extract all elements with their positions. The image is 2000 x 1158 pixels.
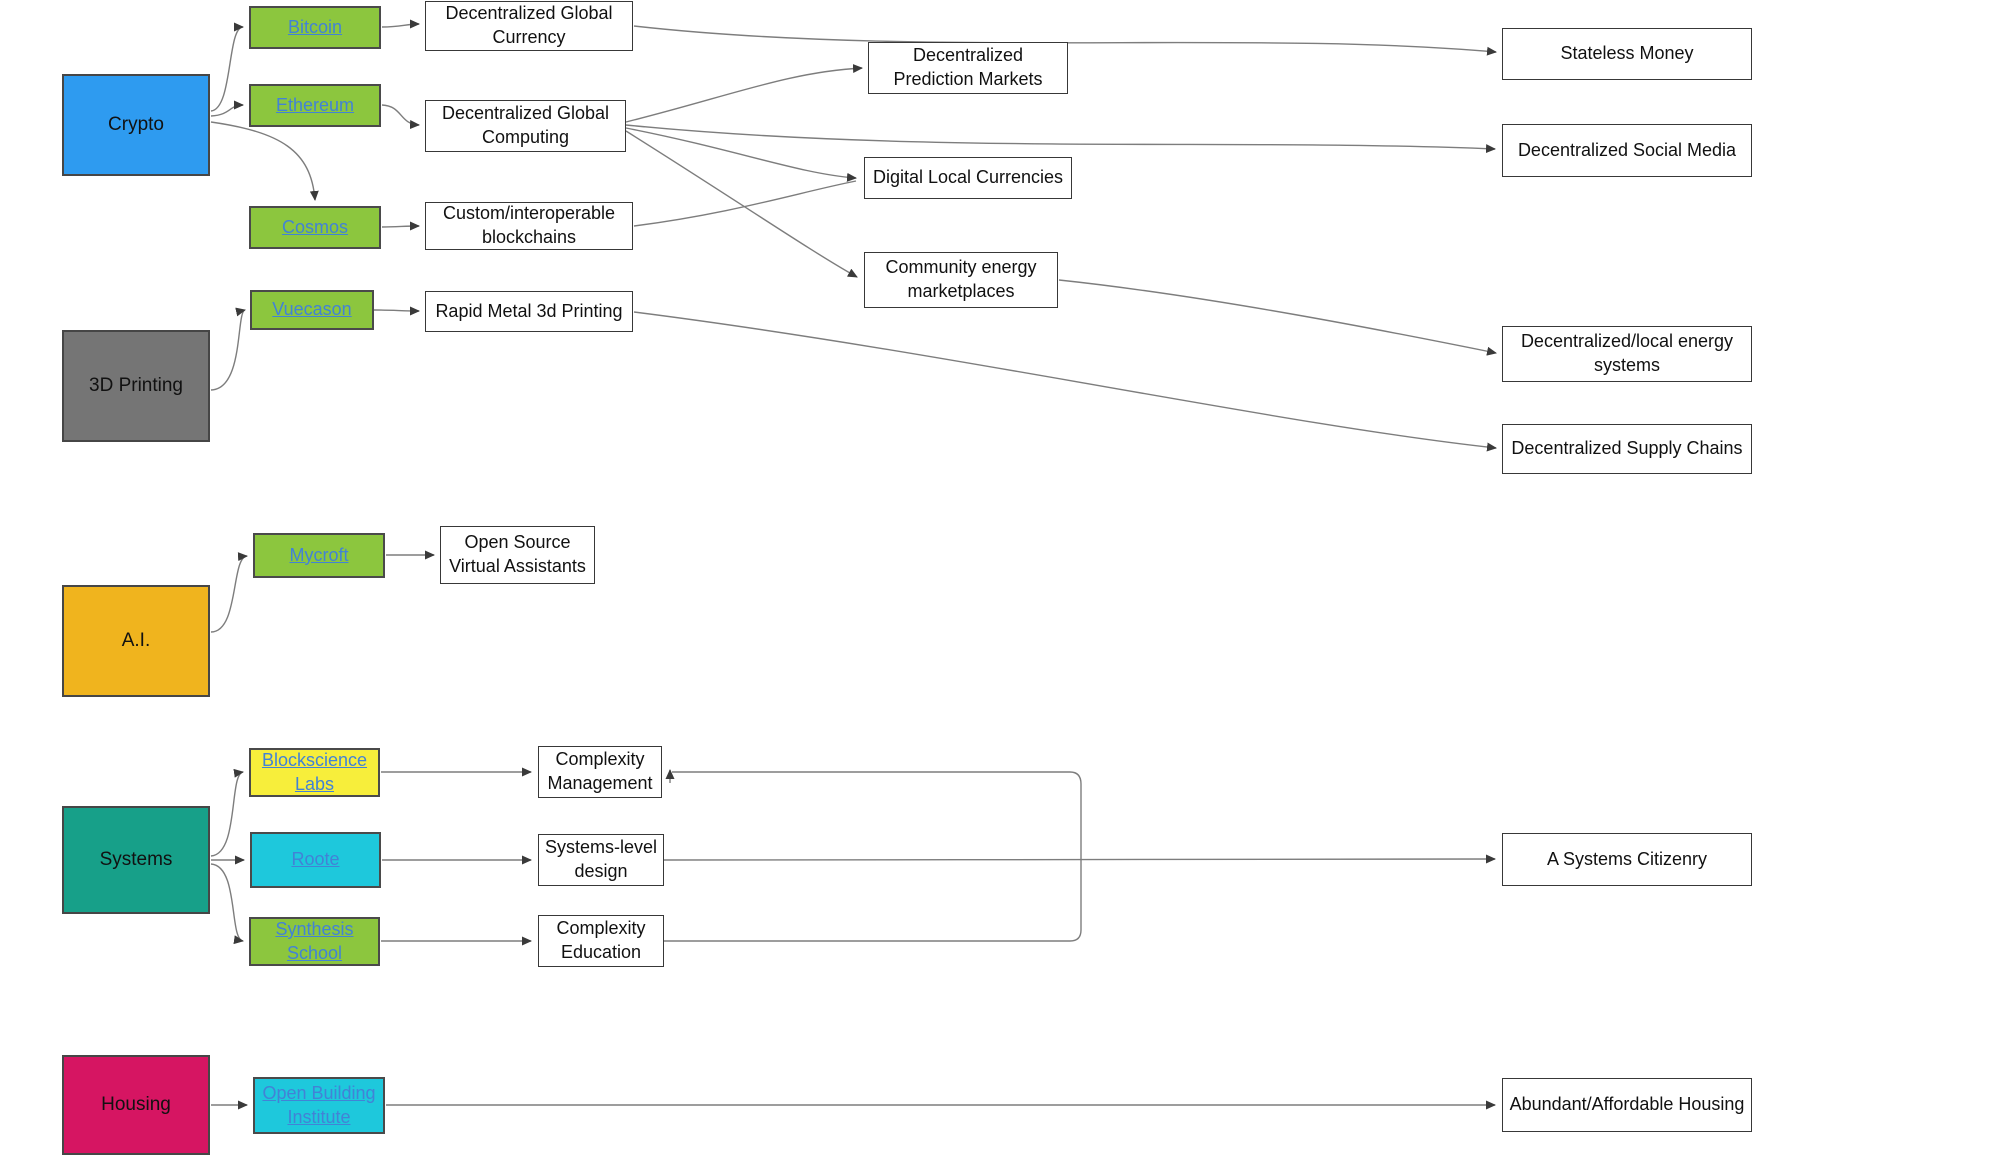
link-roote[interactable]: Roote [291, 849, 340, 870]
node-label-supply: Decentralized Supply Chains [1511, 438, 1743, 459]
node-label-dpm: Decentralized Prediction Markets [893, 45, 1043, 89]
node-roote: Roote [250, 832, 381, 888]
edge-custom-dlc [633, 180, 857, 227]
link-mycroft[interactable]: Mycroft [289, 544, 349, 565]
node-supply: Decentralized Supply Chains [1502, 424, 1752, 474]
node-label-ce: Complexity Education [556, 918, 646, 962]
edge-printing3d-vuecason [210, 307, 246, 391]
node-ethereum: Ethereum [249, 84, 381, 127]
edge-rapid-supply [633, 311, 1497, 452]
node-crypto: Crypto [62, 74, 210, 176]
node-label-systems: Systems [99, 849, 173, 871]
node-synthesis: Synthesis School [249, 917, 380, 966]
node-custom: Custom/interoperable blockchains [425, 202, 633, 250]
node-label-dgcomp: Decentralized Global Computing [441, 103, 610, 147]
node-ai: A.I. [62, 585, 210, 697]
link-obi[interactable]: Open Building Institute [262, 1082, 376, 1127]
node-label-dgcur: Decentralized Global Currency [445, 3, 613, 47]
node-label-dlc: Digital Local Currencies [872, 167, 1064, 188]
node-label-abundant: Abundant/Affordable Housing [1509, 1094, 1745, 1115]
node-osva: Open Source Virtual Assistants [440, 526, 595, 584]
node-label-stateless: Stateless Money [1560, 43, 1694, 64]
edge-sld-citizenry [663, 854, 1496, 864]
node-blockscience: Blockscience Labs [249, 748, 380, 797]
node-dpm: Decentralized Prediction Markets [868, 42, 1068, 94]
node-dlc: Digital Local Currencies [864, 157, 1072, 199]
link-blockscience[interactable]: Blockscience Labs [261, 749, 368, 794]
edge-crypto-ethereum [210, 100, 244, 117]
link-bitcoin[interactable]: Bitcoin [287, 16, 343, 37]
node-label-housing: Housing [101, 1094, 171, 1116]
node-label-osva: Open Source Virtual Assistants [449, 532, 586, 576]
edge-crypto-cosmos [210, 121, 319, 201]
edge-cem-energy [1058, 279, 1497, 356]
node-label-social: Decentralized Social Media [1517, 139, 1737, 160]
edge-systems-synthesis [210, 863, 244, 945]
node-sld: Systems-level design [538, 834, 664, 886]
node-cosmos: Cosmos [249, 206, 381, 249]
link-cosmos[interactable]: Cosmos [281, 216, 348, 237]
edge-systems-blockscience [210, 768, 244, 857]
node-label-ai: A.I. [121, 630, 151, 652]
edge-bitcoin-dgcur [381, 19, 420, 29]
node-label-cem: Community energy marketplaces [885, 257, 1037, 301]
edge-dgcomp-cem [625, 130, 858, 278]
link-ethereum[interactable]: Ethereum [275, 94, 355, 115]
node-label-citizenry: A Systems Citizenry [1546, 848, 1708, 869]
node-rapid: Rapid Metal 3d Printing [425, 291, 633, 332]
node-label-energy: Decentralized/local energy systems [1520, 331, 1734, 375]
link-vuecason[interactable]: Vuecason [272, 299, 352, 320]
node-abundant: Abundant/Affordable Housing [1502, 1078, 1752, 1132]
node-label-rapid: Rapid Metal 3d Printing [435, 300, 623, 321]
node-dgcomp: Decentralized Global Computing [425, 100, 626, 152]
node-label-printing3d: 3D Printing [89, 375, 183, 397]
node-stateless: Stateless Money [1502, 28, 1752, 80]
node-cm: Complexity Management [538, 746, 662, 798]
edge-dgcomp-dlc [625, 127, 857, 182]
node-energy: Decentralized/local energy systems [1502, 326, 1752, 382]
link-synthesis[interactable]: Synthesis School [275, 918, 354, 963]
node-dgcur: Decentralized Global Currency [425, 1, 633, 51]
node-ce: Complexity Education [538, 915, 664, 967]
node-label-crypto: Crypto [108, 114, 164, 136]
node-citizenry: A Systems Citizenry [1502, 833, 1752, 886]
node-vuecason: Vuecason [250, 290, 374, 330]
edge-ethereum-dgcomp [381, 104, 420, 130]
node-obi: Open Building Institute [253, 1077, 385, 1134]
edge-ce-cm [664, 771, 1082, 942]
node-mycroft: Mycroft [253, 533, 385, 578]
edge-dgcomp-social [625, 124, 1496, 154]
edge-cosmos-custom [381, 221, 420, 231]
node-cem: Community energy marketplaces [864, 252, 1058, 308]
edge-ai-mycroft [210, 552, 248, 633]
edge-vuecason-rapid [373, 306, 420, 316]
node-housing: Housing [62, 1055, 210, 1155]
edge-crypto-bitcoin [210, 22, 244, 112]
node-systems: Systems [62, 806, 210, 914]
edge-dgcomp-dpm [625, 63, 863, 123]
node-bitcoin: Bitcoin [249, 6, 381, 49]
node-printing3d: 3D Printing [62, 330, 210, 442]
node-label-sld: Systems-level design [544, 837, 658, 881]
node-social: Decentralized Social Media [1502, 124, 1752, 177]
node-label-custom: Custom/interoperable blockchains [442, 203, 616, 247]
node-label-cm: Complexity Management [547, 749, 653, 793]
